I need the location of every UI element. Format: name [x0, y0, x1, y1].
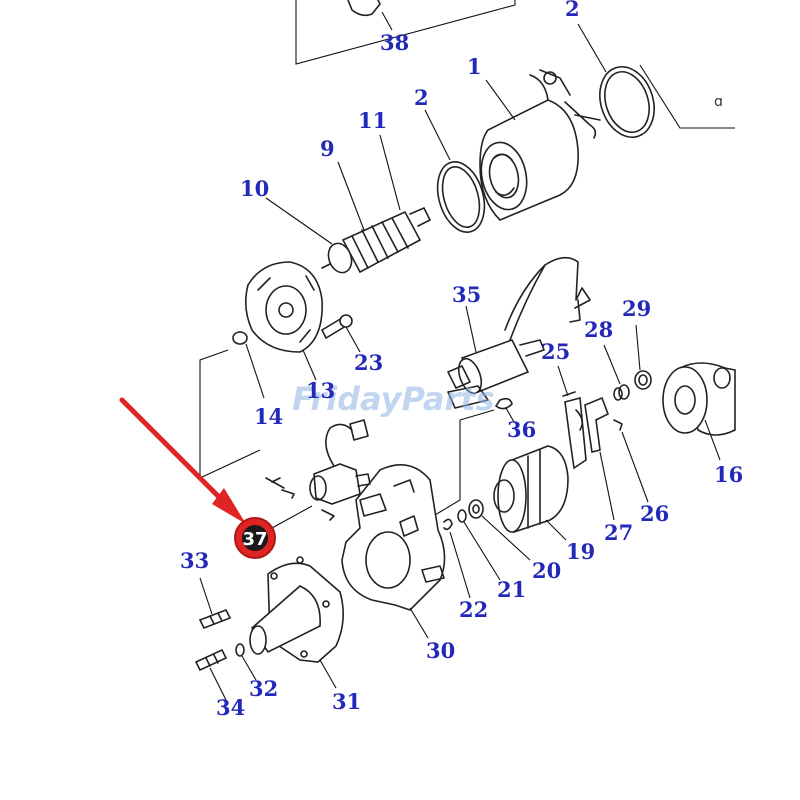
- label-21: 21: [497, 577, 526, 602]
- part-25-lever: [557, 365, 587, 470]
- label-2-mid: 2: [414, 85, 429, 110]
- part-37-drawing: [265, 419, 371, 529]
- label-1: 1: [467, 54, 482, 79]
- label-20: 20: [532, 558, 561, 583]
- label-35: 35: [452, 282, 481, 307]
- part-9-armature: [265, 134, 431, 274]
- part-21-washer: [457, 509, 501, 581]
- label-34: 34: [216, 695, 245, 720]
- part-30-bracket: [341, 464, 446, 639]
- part-13-housing: [244, 261, 323, 381]
- part-26-pin: [613, 419, 649, 503]
- label-26: 26: [640, 501, 669, 526]
- label-9: 9: [320, 136, 335, 161]
- part-22-ring: [443, 518, 471, 599]
- part-29-nut: [634, 324, 652, 390]
- highlight-callout: 37: [234, 517, 276, 559]
- part-38-drawing: [347, 0, 393, 31]
- label-2-top: 2: [565, 0, 580, 21]
- label-31: 31: [332, 689, 361, 714]
- part-2-oring-mid: [424, 109, 486, 233]
- label-29: 29: [622, 296, 651, 321]
- part-23-bolt: [320, 314, 361, 353]
- label-23: 23: [354, 350, 383, 375]
- label-25: 25: [541, 339, 570, 364]
- label-19: 19: [566, 539, 595, 564]
- part-16-pulley: [662, 362, 736, 461]
- svg-text:ɑ: ɑ: [714, 94, 723, 110]
- label-16: 16: [714, 462, 743, 487]
- part-32-washer: [235, 643, 257, 681]
- label-22: 22: [459, 597, 488, 622]
- label-13: 13: [306, 378, 335, 403]
- part-36-screw: [429, 397, 515, 519]
- label-36: 36: [507, 417, 536, 442]
- label-27: 27: [604, 520, 633, 545]
- group-frame-lines: [199, 0, 735, 479]
- part-34-bolt: [194, 648, 228, 701]
- highlight-callout-label: 37: [242, 529, 267, 550]
- part-35-switch: [447, 256, 591, 409]
- highlight-arrow: [119, 397, 246, 524]
- watermark-text: FridayParts: [292, 380, 495, 418]
- label-32: 32: [249, 676, 278, 701]
- part-27-fork: [584, 396, 615, 521]
- label-10: 10: [240, 176, 269, 201]
- part-14-plate: [232, 331, 265, 399]
- label-30: 30: [426, 638, 455, 663]
- part-33-bolt: [198, 577, 232, 630]
- part-31-cover: [249, 556, 344, 689]
- part-labels: 38 2 1 2 11 9 10 35 29 28 25 23 13 14 36…: [180, 0, 743, 720]
- part-1-yoke: [479, 69, 601, 221]
- part-28-washer: [603, 344, 630, 401]
- label-14: 14: [254, 404, 283, 429]
- label-11: 11: [358, 108, 387, 133]
- label-38: 38: [380, 30, 409, 55]
- label-28: 28: [584, 317, 613, 342]
- label-33: 33: [180, 548, 209, 573]
- part-2-oring-top: ɑ: [577, 23, 723, 138]
- part-20-nut: [468, 499, 531, 561]
- part-19-clutch: [493, 445, 569, 541]
